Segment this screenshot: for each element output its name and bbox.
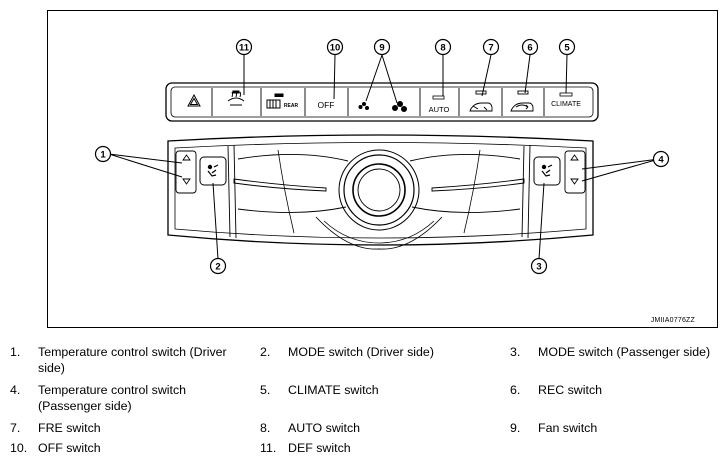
svg-text:8: 8	[440, 43, 445, 54]
svg-text:9: 9	[379, 43, 384, 54]
callout-6: 6	[521, 38, 539, 56]
callout-10: 10	[326, 38, 344, 56]
callout-11: 11	[235, 38, 253, 56]
climate-label: CLIMATE	[551, 101, 581, 108]
callout-1: 1	[94, 145, 112, 163]
climate-indicator	[559, 92, 573, 97]
auto-label: AUTO	[429, 105, 450, 114]
svg-text:3: 3	[536, 262, 541, 273]
svg-text:2: 2	[215, 262, 220, 273]
hazard-icon	[187, 93, 201, 107]
leader-lines	[108, 54, 660, 260]
callout-2: 2	[209, 257, 227, 275]
top-button-strip	[165, 82, 599, 122]
rear-label: REAR	[284, 103, 299, 109]
rec-icon	[510, 90, 534, 112]
passenger-mode-icon	[541, 164, 553, 177]
off-label: OFF	[318, 100, 335, 110]
svg-text:7: 7	[488, 43, 493, 54]
driver-mode-icon	[207, 164, 219, 177]
callout-4: 4	[652, 150, 670, 168]
image-code: JMIIA0776ZZ	[650, 317, 695, 324]
callout-3: 3	[530, 257, 548, 275]
auto-indicator	[432, 95, 445, 100]
svg-text:5: 5	[564, 43, 570, 54]
svg-text:4: 4	[658, 155, 664, 166]
svg-text:10: 10	[330, 43, 341, 54]
rear-defroster-icon	[266, 93, 284, 109]
callout-9: 9	[373, 38, 391, 56]
fan-icon	[358, 101, 407, 112]
svg-text:6: 6	[527, 43, 532, 54]
callout-7: 7	[482, 38, 500, 56]
svg-text:11: 11	[239, 43, 250, 54]
callout-5: 5	[558, 38, 576, 56]
fre-icon	[469, 90, 493, 112]
lower-console	[167, 134, 594, 250]
svg-text:1: 1	[100, 150, 106, 161]
def-icon	[227, 90, 245, 106]
callout-8: 8	[434, 38, 452, 56]
control-panel-figure: REAR OFF AUTO CLIMATE	[47, 10, 718, 328]
control-panel-drawing: REAR OFF AUTO CLIMATE	[94, 38, 670, 275]
